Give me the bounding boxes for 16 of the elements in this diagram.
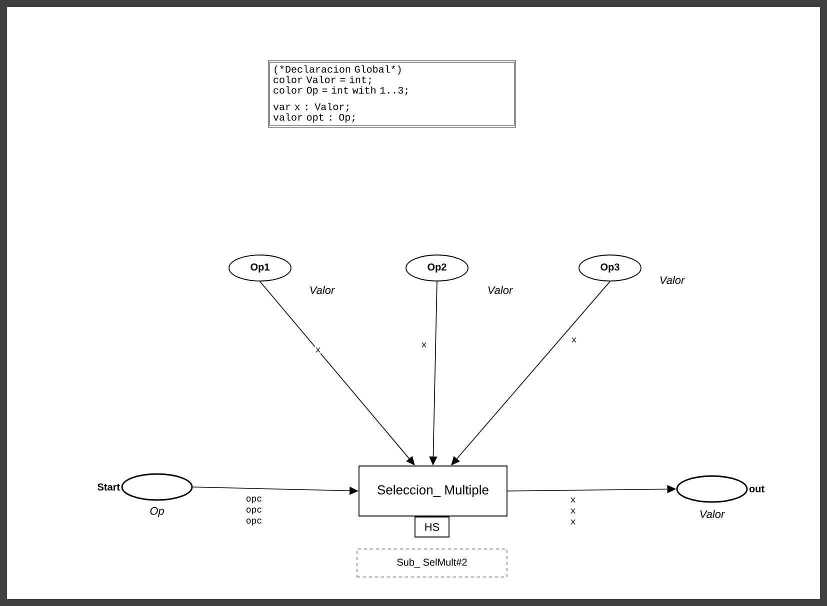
type-label: Op bbox=[150, 507, 164, 517]
type-label: Valor bbox=[700, 510, 725, 518]
node-label: out bbox=[749, 486, 764, 492]
tag-box: HS bbox=[414, 516, 450, 538]
declaration-box: (*Declaracion Global*) color Valor = int; color Op = int with 1..3; var x : Valor; valor opt : Op; bbox=[268, 60, 516, 128]
subpage-box: Sub_ SelMult#2 bbox=[356, 548, 508, 578]
arc-label: x x x bbox=[569, 496, 577, 526]
arc-label: x bbox=[420, 342, 428, 348]
transition-box: Seleccion_ Multiple bbox=[358, 466, 508, 516]
arc-label: x bbox=[570, 336, 578, 344]
node-label: Start bbox=[98, 483, 120, 491]
arc-label: opc opc opc bbox=[244, 496, 264, 526]
type-label: Valor bbox=[310, 286, 335, 294]
type-label: Valor bbox=[488, 286, 513, 294]
arc-label: x bbox=[314, 346, 322, 354]
type-label: Valor bbox=[660, 276, 685, 284]
